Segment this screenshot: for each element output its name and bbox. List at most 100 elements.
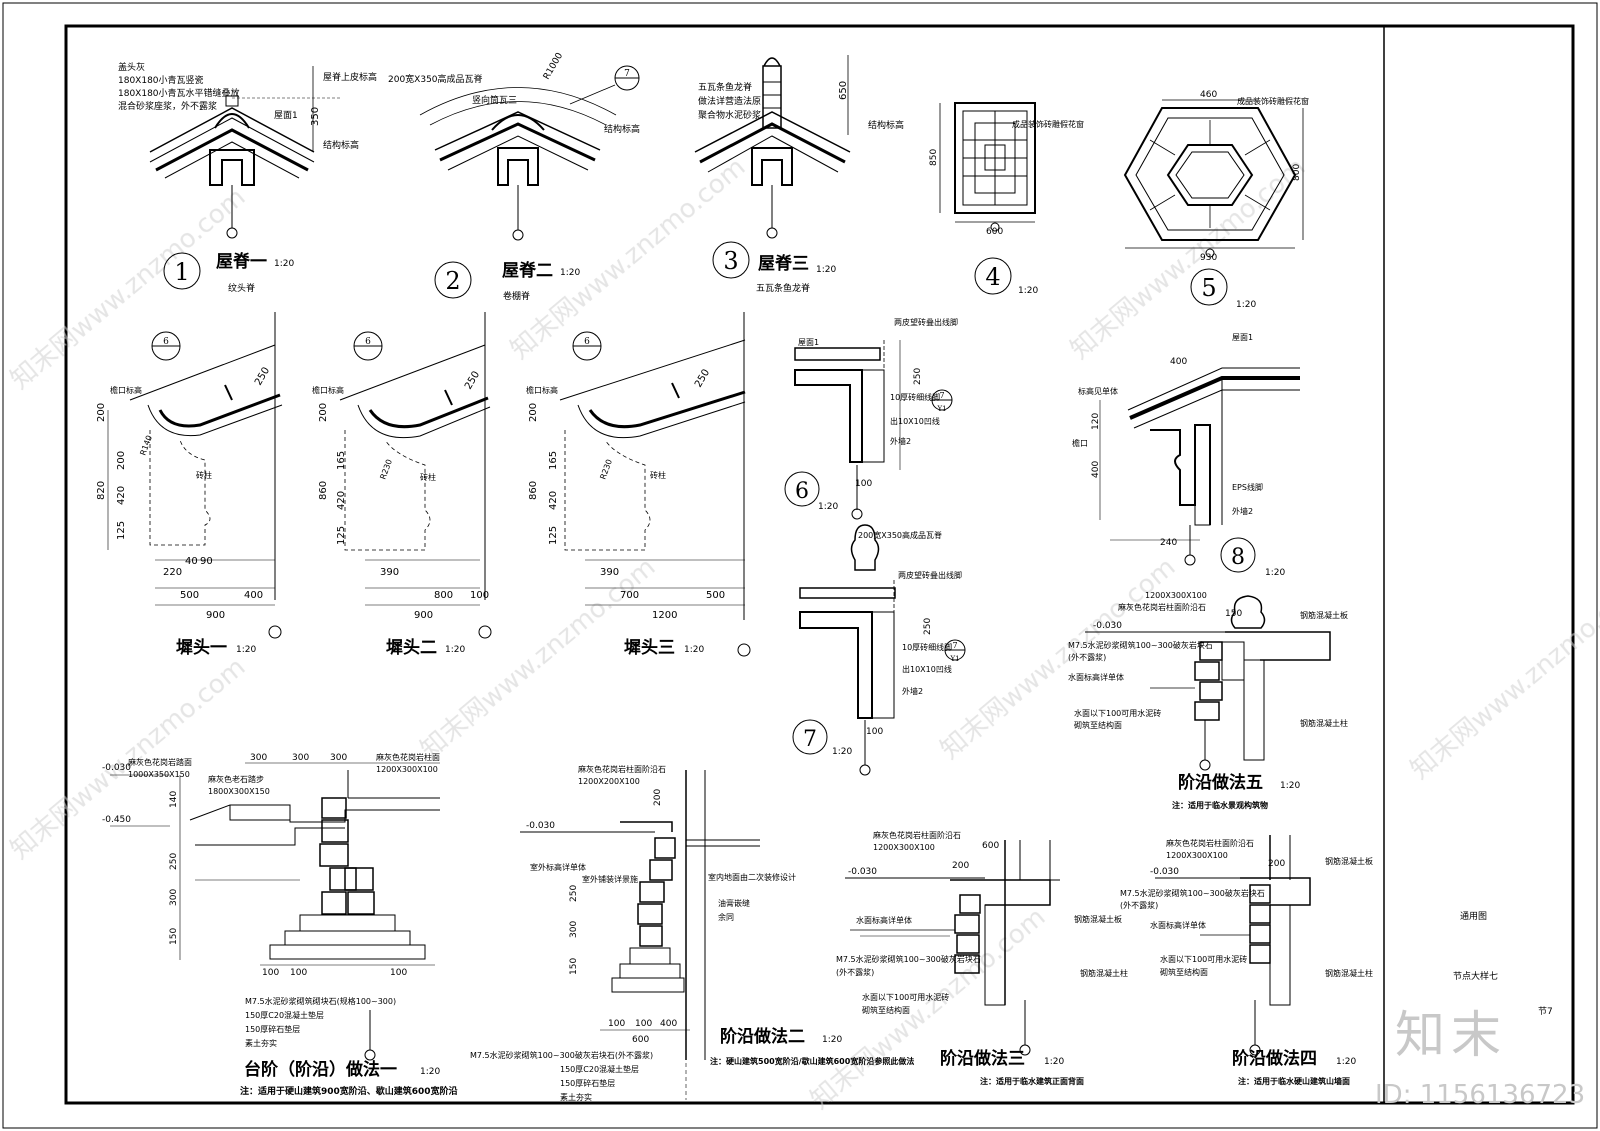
dim: 420 <box>336 491 347 510</box>
drawing-name: 节点大样七 <box>1453 970 1498 982</box>
radius: R230 <box>598 458 614 481</box>
dim: 400 <box>1091 461 1101 478</box>
label: M7.5水泥砂浆砌筑100~300破灰岩块石 <box>1068 640 1213 650</box>
elevation: -0.030 <box>526 821 555 831</box>
dim: 150 <box>1225 609 1242 619</box>
detail-6-text: 屋面1 两皮望砖叠出线脚 10厚砖细线脚 出10X10凹线 外墙2 250 10… <box>784 317 958 512</box>
dim: 600 <box>982 841 999 851</box>
dim: 800 <box>434 590 453 601</box>
detail-title: 墀头三 <box>624 638 675 658</box>
label: 150厚碎石垫层 <box>560 1078 615 1088</box>
dim: 250 <box>693 367 712 389</box>
note: 成品装饰砖雕假花窗 <box>1237 96 1309 106</box>
note: 出10X10凹线 <box>890 416 940 426</box>
detail-ridge-3 <box>694 55 851 239</box>
note: 外墙2 <box>902 686 923 696</box>
dim: 125 <box>116 521 127 540</box>
dim: 500 <box>706 590 725 601</box>
detail-title: 阶沿做法三 <box>940 1048 1025 1069</box>
detail-title: 墀头一 <box>176 638 227 658</box>
edge-2 <box>520 770 760 1100</box>
dim: 250 <box>463 369 482 391</box>
callout-number: 7 <box>939 391 944 400</box>
eave-head-2 <box>339 312 492 639</box>
dim: 250 <box>169 853 179 870</box>
detail-title: 墀头二 <box>386 638 437 658</box>
detail-note: 注：适用于临水景观构筑物 <box>1172 800 1268 810</box>
detail-scale: 1:20 <box>1336 1057 1356 1067</box>
detail-scale: 1:20 <box>832 747 852 757</box>
label: 素土夯实 <box>560 1092 592 1102</box>
dim: 700 <box>620 590 639 601</box>
dim: 120 <box>1091 413 1101 430</box>
window-5-notes: 460 成品装饰砖雕假花窗 800 930 5 1:20 <box>1190 90 1309 310</box>
detail-scale: 1:20 <box>818 502 838 512</box>
detail-7-text: 200宽X350高成品瓦脊 两皮望砖叠出线脚 10厚砖细线脚 出10X10凹线 … <box>792 530 962 757</box>
detail-ridge-2 <box>419 65 640 241</box>
dimension: 800 <box>1292 164 1302 181</box>
label: M7.5水泥砂浆砌筑100~300破灰岩块石(外不露浆) <box>470 1050 653 1060</box>
dim: 200 <box>1268 859 1285 869</box>
detail-title: 阶沿做法四 <box>1232 1048 1317 1069</box>
label: 檐口标高 <box>312 385 344 395</box>
label: 室内地面由二次装修设计 <box>708 872 796 882</box>
edge-5-text: -0.030 1200X300X100 麻灰色花岗岩柱面阶沿石 M7.5水泥砂浆… <box>1068 591 1348 810</box>
watermark-text: 知末网www.znzmo.com <box>5 182 251 395</box>
dimension: R1000 <box>542 51 565 81</box>
label: 结构标高 <box>323 139 359 151</box>
detail-note: 注：适用于临水建筑正面背面 <box>980 1076 1084 1086</box>
dim: 125 <box>336 526 347 545</box>
label: 钢筋混凝土柱 <box>1325 968 1373 978</box>
eave-head-1-text: 6 檐口标高 砖柱 200 200 820 420 125 220 40 90 … <box>96 337 272 658</box>
detail-title: 阶沿做法五 <box>1178 772 1263 793</box>
note: EPS线脚 <box>1232 482 1263 492</box>
eave-head-1 <box>107 312 283 639</box>
radius: R230 <box>378 458 394 481</box>
label: 砖柱 <box>420 472 436 482</box>
detail-number: 6 <box>795 479 809 504</box>
label: 屋脊上皮标高 <box>323 71 377 83</box>
dim: 100 <box>635 1019 652 1029</box>
dim: 300 <box>169 889 179 906</box>
detail-scale: 1:20 <box>684 645 704 655</box>
dim: 420 <box>116 486 127 505</box>
detail-scale: 1:20 <box>420 1067 440 1077</box>
note: 10厚砖细线脚 <box>902 642 952 652</box>
label: 1000X350X150 <box>128 770 190 779</box>
label: 麻灰色花岗岩柱面阶沿石 <box>873 830 961 840</box>
label: 1800X300X150 <box>208 787 270 796</box>
label: 结构标高 <box>604 123 640 135</box>
label: 水面标高详单体 <box>856 915 912 925</box>
edge-3 <box>845 840 1060 1056</box>
elevation: -0.030 <box>1150 867 1179 877</box>
label: M7.5水泥砂浆砌筑砌块石(规格100~300) <box>245 996 396 1006</box>
label: M7.5水泥砂浆砌筑100~300破灰岩块石 <box>836 954 981 964</box>
detail-scale: 1:20 <box>1236 300 1256 310</box>
note: 混合砂浆座浆，外不露浆 <box>118 100 217 112</box>
note: 180X180小青瓦水平错缝叠放 <box>118 87 240 99</box>
ridge-3-title: 3 屋脊三 1:20 五瓦条鱼龙脊 <box>712 241 836 294</box>
dim: 40 <box>185 556 198 567</box>
dim: 125 <box>548 526 559 545</box>
dim: 400 <box>660 1019 677 1029</box>
dim: 200 <box>116 451 127 470</box>
label: 檐口标高 <box>110 385 142 395</box>
detail-number: 8 <box>1231 545 1245 570</box>
sheet-number: 节7 <box>1538 1006 1553 1017</box>
dimension: 850 <box>929 149 939 166</box>
ridge-3-notes: 五瓦条鱼龙脊 做法详营造法原 聚合物水泥砂浆 结构标高 650 <box>698 81 904 131</box>
id-watermark: ID: 1156136723 <box>1375 1080 1586 1110</box>
edge-2-text: -0.030 麻灰色花岗岩柱面阶沿石 1200X200X100 室外铺装详景施 … <box>470 764 914 1102</box>
label: 1200X200X100 <box>578 777 640 786</box>
detail-6 <box>794 340 953 520</box>
label: 麻灰色花岗岩柱面阶沿石 <box>1166 838 1254 848</box>
detail-number: 4 <box>985 263 1000 291</box>
note: 两皮望砖叠出线脚 <box>894 317 958 327</box>
detail-scale: 1:20 <box>822 1035 842 1045</box>
label: 1200X300X100 <box>873 843 935 852</box>
dim: 100 <box>390 968 407 978</box>
note: 外墙2 <box>1232 506 1253 516</box>
label: (外不露浆) <box>836 967 874 977</box>
edge-5 <box>1085 595 1331 771</box>
